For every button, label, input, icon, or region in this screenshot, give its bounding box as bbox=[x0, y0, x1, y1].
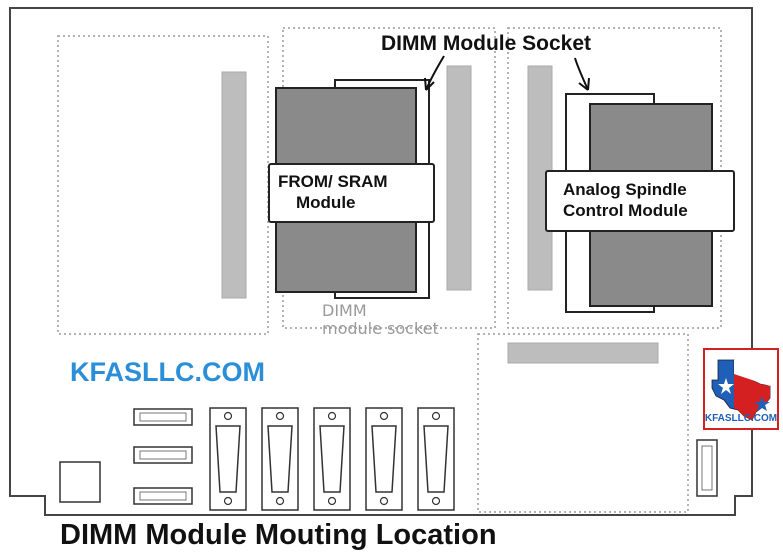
lower-right-bar bbox=[507, 342, 659, 364]
lower-right-region bbox=[477, 333, 689, 513]
right-socket-region bbox=[507, 27, 722, 329]
db-connector-1 bbox=[209, 407, 247, 511]
dimm-socket-label-line1: DIMM bbox=[322, 301, 367, 320]
from-sram-label-line2: Module bbox=[296, 193, 356, 212]
ribbon-header-3 bbox=[133, 487, 193, 505]
db-connector-5 bbox=[417, 407, 455, 511]
right-small-connector bbox=[696, 439, 718, 497]
diagram-caption: DIMM Module Mouting Location bbox=[60, 519, 497, 551]
analog-label-line1: Analog Spindle bbox=[563, 180, 687, 199]
db-connector-3 bbox=[313, 407, 351, 511]
middle-socket-bar bbox=[446, 65, 472, 291]
analog-label-line2: Control Module bbox=[563, 201, 688, 220]
dimm-socket-label-line2: module socket bbox=[322, 319, 439, 338]
brand-text: KFASLLC.COM bbox=[70, 357, 265, 387]
small-square-component bbox=[59, 461, 101, 503]
ribbon-header-2 bbox=[133, 446, 193, 464]
from-sram-label-box: FROM/ SRAM Module bbox=[268, 163, 435, 223]
ribbon-headers bbox=[133, 408, 193, 505]
ribbon-header-1 bbox=[133, 408, 193, 426]
left-socket-bar bbox=[221, 71, 247, 299]
analog-label-box: Analog Spindle Control Module bbox=[545, 170, 735, 232]
left-empty-region bbox=[57, 35, 269, 335]
socket-arrows bbox=[424, 55, 590, 91]
arrow-to-from-sram bbox=[425, 55, 445, 91]
db-connector-4 bbox=[365, 407, 403, 511]
dimm-socket-label: DIMM module socket bbox=[322, 302, 439, 338]
logo-text: KFASLLC.COM bbox=[704, 413, 778, 424]
db-connectors bbox=[209, 407, 455, 511]
texas-flag-logo bbox=[703, 348, 779, 430]
socket-top-label: DIMM Module Socket bbox=[381, 32, 592, 55]
from-sram-label-line1: FROM/ SRAM bbox=[278, 172, 388, 191]
arrow-to-analog bbox=[574, 57, 589, 91]
middle-socket-region bbox=[282, 27, 496, 329]
db-connector-2 bbox=[261, 407, 299, 511]
